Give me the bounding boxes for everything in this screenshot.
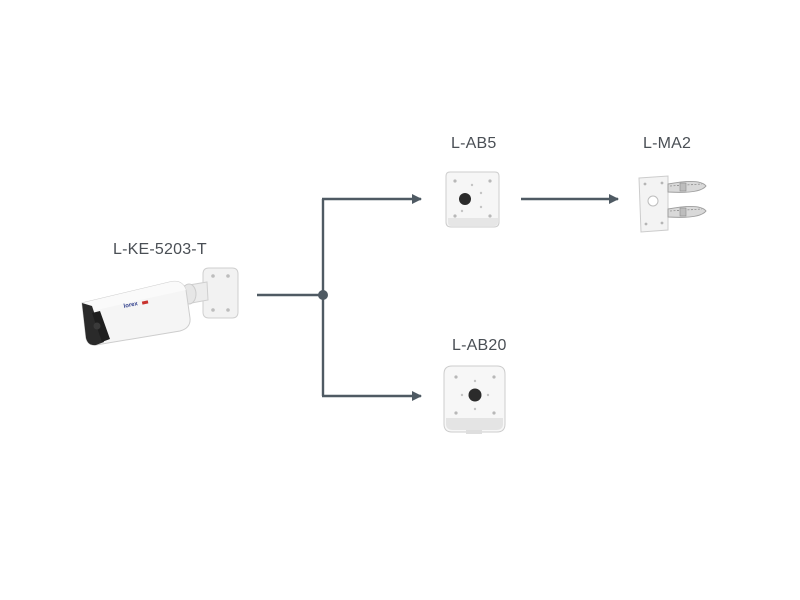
camera-label: L-KE-5203-T bbox=[113, 241, 207, 258]
camera-logo: lorex bbox=[123, 301, 139, 310]
junction-box-large-label: L-AB20 bbox=[452, 337, 507, 354]
pole-mount-label: L-MA2 bbox=[643, 135, 692, 152]
junction-box-small-label: L-AB5 bbox=[451, 135, 497, 152]
